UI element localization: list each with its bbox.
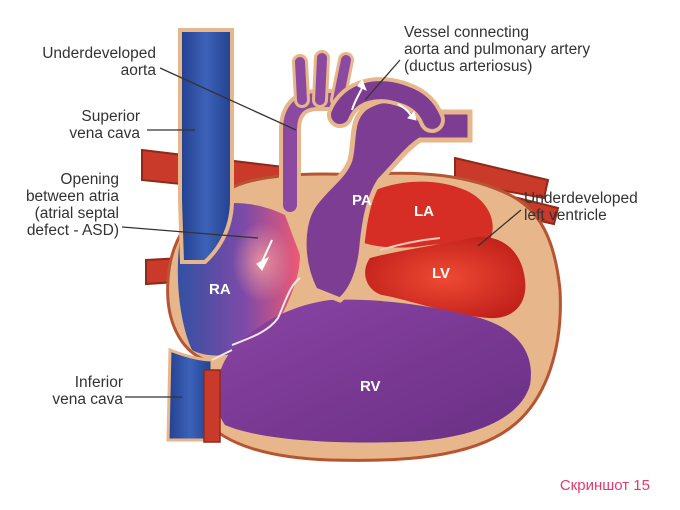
leader-lines	[121, 59, 522, 398]
callout-asd: Opening between atria (atrial septal def…	[25, 171, 119, 239]
chamber-label-lv: LV	[432, 265, 450, 282]
chamber-label-rv: RV	[360, 378, 381, 395]
chamber-label-pa: PA	[352, 192, 372, 209]
callout-ductus-arteriosus: Vessel connecting aorta and pulmonary ar…	[404, 24, 591, 75]
superior-vena-cava-shape	[178, 28, 234, 264]
callout-underdeveloped-left-ventricle: Underdeveloped left ventricle	[524, 190, 638, 224]
flow-arrows	[256, 78, 417, 271]
left-ventricle-shape	[365, 236, 526, 319]
pulmonary-artery-shape	[301, 77, 473, 303]
callout-superior-vena-cava: Superior vena cava	[69, 108, 140, 142]
left-atrium-shape	[350, 181, 493, 248]
chamber-label-la: LA	[414, 203, 434, 220]
screenshot-caption: Скриншот 15	[559, 477, 650, 494]
callout-underdeveloped-aorta: Underdeveloped aorta	[42, 45, 156, 79]
right-ventricle-shape	[216, 299, 531, 443]
chamber-label-ra: RA	[209, 281, 231, 298]
callout-inferior-vena-cava: Inferior vena cava	[52, 374, 123, 408]
